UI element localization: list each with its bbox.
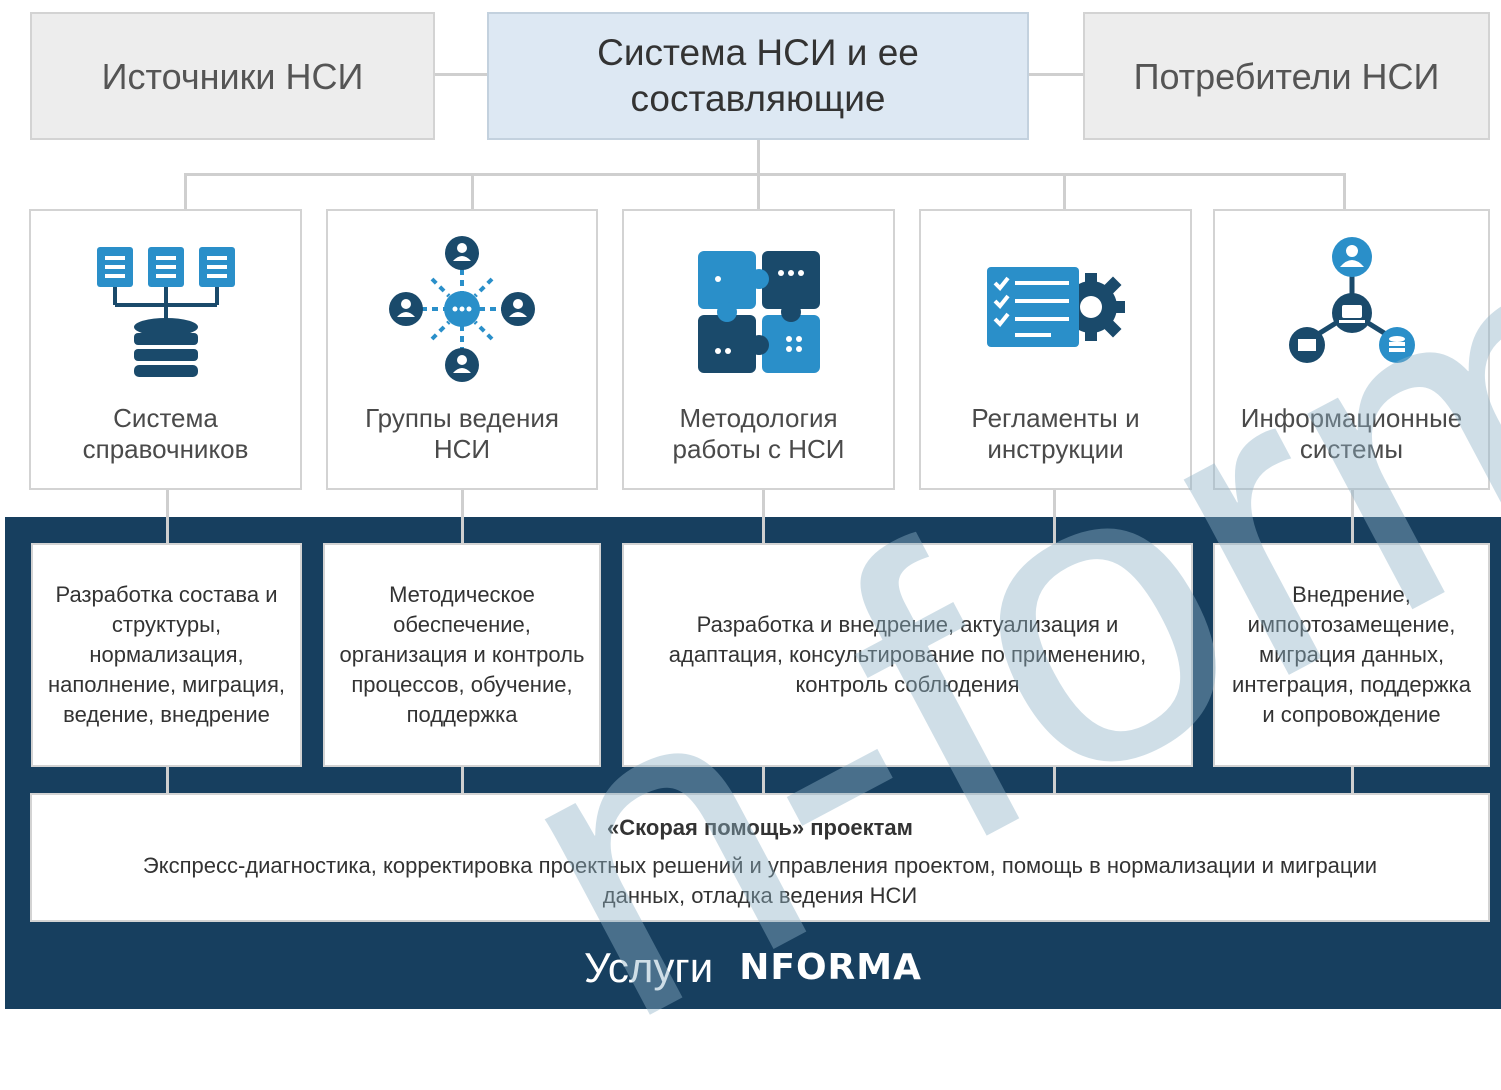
service-systems-text: Внедрение, импортозамещение, миграция да…: [1232, 582, 1471, 727]
emergency-title: «Скорая помощь» проектам: [607, 815, 913, 840]
service-methodology-regulations: Разработка и внедрение, актуализация и а…: [622, 543, 1193, 767]
band-connector-4a: [1053, 490, 1056, 546]
connector-drop-1: [184, 173, 187, 210]
connector-drop-2: [471, 173, 474, 210]
emergency-box: «Скорая помощь» проектам Экспресс-диагно…: [30, 793, 1490, 922]
database-directories-icon: [91, 233, 241, 383]
band-connector-3a: [762, 490, 765, 546]
card-label-systems: Информационные системы: [1240, 403, 1463, 464]
card-label-groups: Группы ведения НСИ: [365, 403, 559, 464]
card-label-directories: Система справочников: [82, 403, 249, 464]
connector-drop-3: [757, 173, 760, 210]
footer: Услуги NFORMA: [5, 930, 1501, 1005]
connector-center-down: [757, 139, 760, 175]
service-systems: Внедрение, импортозамещение, миграция да…: [1213, 543, 1490, 767]
team-network-icon: [387, 233, 537, 383]
card-label-methodology: Методология работы с НСИ: [672, 403, 845, 464]
card-directories: Система справочников: [29, 209, 302, 490]
band-connector-3b: [762, 766, 765, 794]
band-connector-1b: [166, 766, 169, 794]
sources-label: Источники НСИ: [101, 55, 364, 97]
card-regulations: Регламенты и инструкции: [919, 209, 1192, 490]
connector-left: [434, 73, 488, 76]
service-groups-text: Методическое обеспечение, организация и …: [339, 582, 585, 727]
consumers-label: Потребители НСИ: [1133, 55, 1440, 97]
card-methodology: Методология работы с НСИ: [622, 209, 895, 490]
card-systems: Информационные системы: [1213, 209, 1490, 490]
checklist-gear-icon: [981, 233, 1131, 383]
band-connector-2b: [461, 766, 464, 794]
puzzle-icon: [684, 233, 834, 383]
consumers-box: Потребители НСИ: [1083, 12, 1490, 140]
service-methodology-regulations-text: Разработка и внедрение, актуализация и а…: [668, 612, 1147, 697]
connector-drop-4: [1063, 173, 1066, 210]
emergency-body: Экспресс-диагностика, корректировка прое…: [142, 853, 1378, 908]
system-box: Система НСИ и ее составляющие: [487, 12, 1029, 140]
sources-box: Источники НСИ: [30, 12, 435, 140]
band-connector-1a: [166, 490, 169, 546]
band-connector-2a: [461, 490, 464, 546]
band-connector-4b: [1053, 766, 1056, 794]
card-groups: Группы ведения НСИ: [326, 209, 598, 490]
connector-right: [1028, 73, 1084, 76]
band-connector-5b: [1351, 766, 1354, 794]
connector-horizontal-bus: [184, 173, 1346, 176]
service-groups: Методическое обеспечение, организация и …: [323, 543, 601, 767]
footer-label: Услуги: [584, 943, 714, 991]
service-directories: Разработка состава и структуры, нормализ…: [31, 543, 302, 767]
band-connector-5a: [1351, 490, 1354, 546]
card-label-regulations: Регламенты и инструкции: [971, 403, 1140, 464]
systems-network-icon: [1277, 233, 1427, 383]
connector-drop-5: [1343, 173, 1346, 210]
nforma-logo: NFORMA: [739, 947, 922, 988]
service-directories-text: Разработка состава и структуры, нормализ…: [48, 582, 285, 727]
system-label: Система НСИ и ее составляющие: [597, 31, 919, 119]
